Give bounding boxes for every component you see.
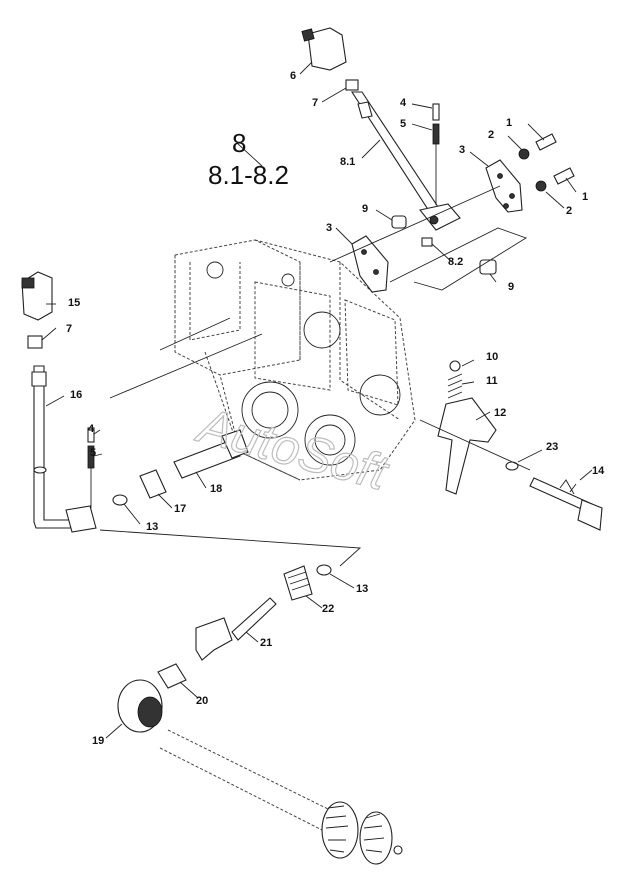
callout-label: 1 bbox=[506, 117, 512, 129]
callout-label: 11 bbox=[486, 375, 498, 387]
callout-label: 12 bbox=[494, 407, 506, 419]
callout-label: 4 bbox=[400, 97, 407, 109]
callout-label: 9 bbox=[362, 203, 368, 215]
upper-lever-assembly bbox=[301, 27, 575, 293]
lower-shaft-assembly bbox=[117, 564, 403, 865]
callout-label: 10 bbox=[486, 351, 498, 363]
right-fork-assembly bbox=[419, 360, 603, 531]
callout-label: 7 bbox=[312, 97, 318, 109]
callout-label: 17 bbox=[174, 503, 186, 515]
callout-label: 5 bbox=[400, 118, 406, 130]
callout-label: 3 bbox=[326, 222, 332, 234]
callout-label: 13 bbox=[146, 521, 158, 533]
callout-label: 8.2 bbox=[448, 256, 463, 268]
callout-label: 18 bbox=[210, 483, 222, 495]
callout-label: 7 bbox=[66, 323, 72, 335]
callout-label: 19 bbox=[92, 735, 104, 747]
callout-label: 20 bbox=[196, 695, 208, 707]
callout-label: 8.1 bbox=[340, 156, 355, 168]
callout-labels: 1 1 2 2 3 3 4 4 5 5 6 7 7 8.1 8.2 9 9 10… bbox=[66, 70, 605, 747]
callout-label: 22 bbox=[322, 603, 334, 615]
callout-label: 6 bbox=[290, 70, 296, 82]
callout-label: 15 bbox=[68, 297, 80, 309]
callout-label: 3 bbox=[459, 144, 465, 156]
callout-label: 2 bbox=[566, 205, 572, 217]
callout-label: 9 bbox=[508, 281, 514, 293]
callout-label: 13 bbox=[356, 583, 368, 595]
callout-label: 4 bbox=[88, 423, 95, 435]
callout-label: 14 bbox=[592, 465, 605, 477]
group-range: 8.1-8.2 bbox=[208, 160, 289, 190]
callout-label: 21 bbox=[260, 637, 272, 649]
left-lever-assembly bbox=[21, 271, 362, 567]
group-number: 8 bbox=[232, 128, 246, 158]
callout-label: 1 bbox=[582, 191, 588, 203]
callout-label: 2 bbox=[488, 129, 494, 141]
callout-label: 16 bbox=[70, 389, 82, 401]
callout-label: 23 bbox=[546, 441, 558, 453]
callout-label: 5 bbox=[90, 447, 96, 459]
leader-lines bbox=[41, 61, 593, 739]
gearbox-housing bbox=[174, 239, 416, 481]
